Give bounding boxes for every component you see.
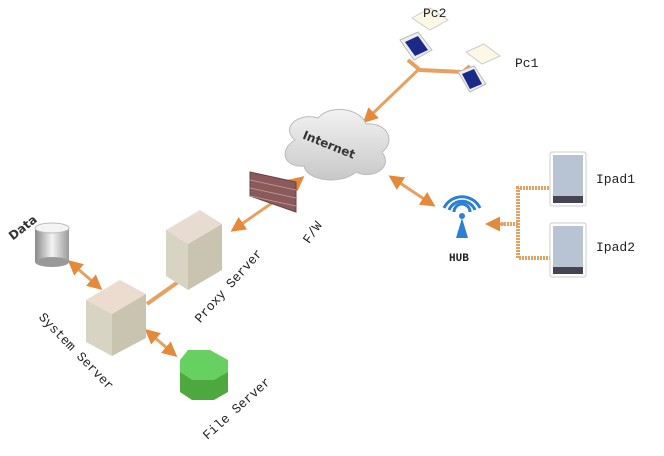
edge-fw-proxy bbox=[230, 201, 273, 232]
pc2-icon bbox=[399, 7, 449, 61]
pc1-label: Pc1 bbox=[515, 56, 539, 71]
file-server-icon bbox=[180, 350, 228, 400]
proxy-server-icon bbox=[166, 210, 222, 290]
ipad2-icon bbox=[549, 222, 587, 278]
system-server-icon bbox=[86, 280, 146, 356]
edge-data-system bbox=[67, 260, 103, 290]
database-icon bbox=[34, 222, 70, 267]
hub-label: HUB bbox=[449, 253, 469, 265]
ipad2-label: Ipad2 bbox=[596, 240, 636, 255]
edge-internet-hub bbox=[388, 175, 436, 207]
edge-pcs-internet bbox=[362, 68, 420, 124]
edge-system-file bbox=[144, 329, 178, 357]
internet-cloud-icon bbox=[284, 108, 390, 181]
firewall-icon bbox=[249, 171, 297, 213]
pc2-label: Pc2 bbox=[423, 6, 447, 21]
connectors bbox=[67, 58, 552, 357]
ipad1-icon bbox=[549, 151, 587, 207]
ipad1-label: Ipad1 bbox=[596, 172, 636, 187]
pc1-icon bbox=[457, 43, 501, 93]
edge-proxy-system bbox=[145, 280, 180, 306]
hub-icon bbox=[442, 195, 482, 238]
